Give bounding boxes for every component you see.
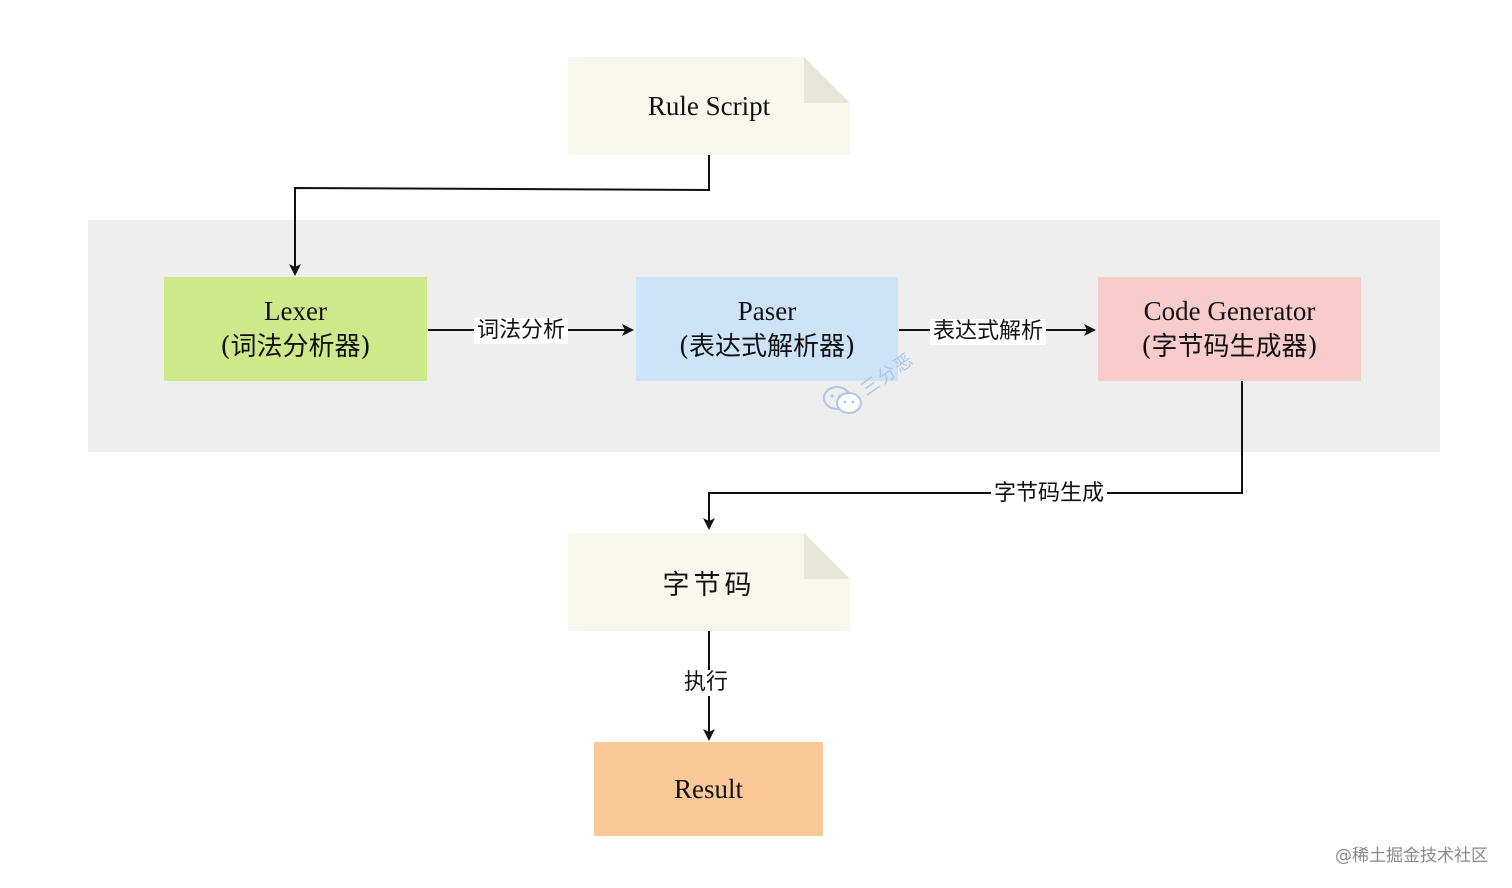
lexer-subtitle: (词法分析器) [220, 332, 371, 362]
code-generator-subtitle: (字节码生成器) [1141, 332, 1318, 362]
code-generator-node: Code Generator (字节码生成器) [1098, 277, 1361, 381]
wechat-icon [822, 385, 864, 420]
bytecode-fold [804, 533, 850, 579]
result-node: Result [594, 742, 823, 836]
bytecode-node: 字节码 [568, 533, 850, 631]
corner-watermark: @稀土掘金技术社区 [1335, 846, 1488, 866]
edge-label-bytecode-generation: 字节码生成 [991, 481, 1108, 507]
bytecode-label: 字节码 [662, 569, 756, 601]
edge-label-execute: 执行 [682, 670, 731, 696]
edge-label-expression-parsing: 表达式解析 [930, 319, 1047, 345]
center-watermark: 三分恶 [822, 348, 930, 420]
result-label: Result [673, 774, 743, 804]
paser-subtitle: (表达式解析器) [678, 332, 856, 362]
code-generator-title: Code Generator [1143, 296, 1316, 326]
edge-label-lexical-analysis: 词法分析 [474, 318, 569, 344]
rule-script-node: Rule Script [568, 57, 850, 155]
paser-node: Paser (表达式解析器) [636, 277, 898, 381]
rule-script-label: Rule Script [647, 90, 771, 121]
lexer-title: Lexer [264, 296, 327, 326]
lexer-node: Lexer (词法分析器) [164, 277, 427, 381]
paser-title: Paser [737, 296, 797, 326]
rule-script-fold [804, 57, 850, 103]
